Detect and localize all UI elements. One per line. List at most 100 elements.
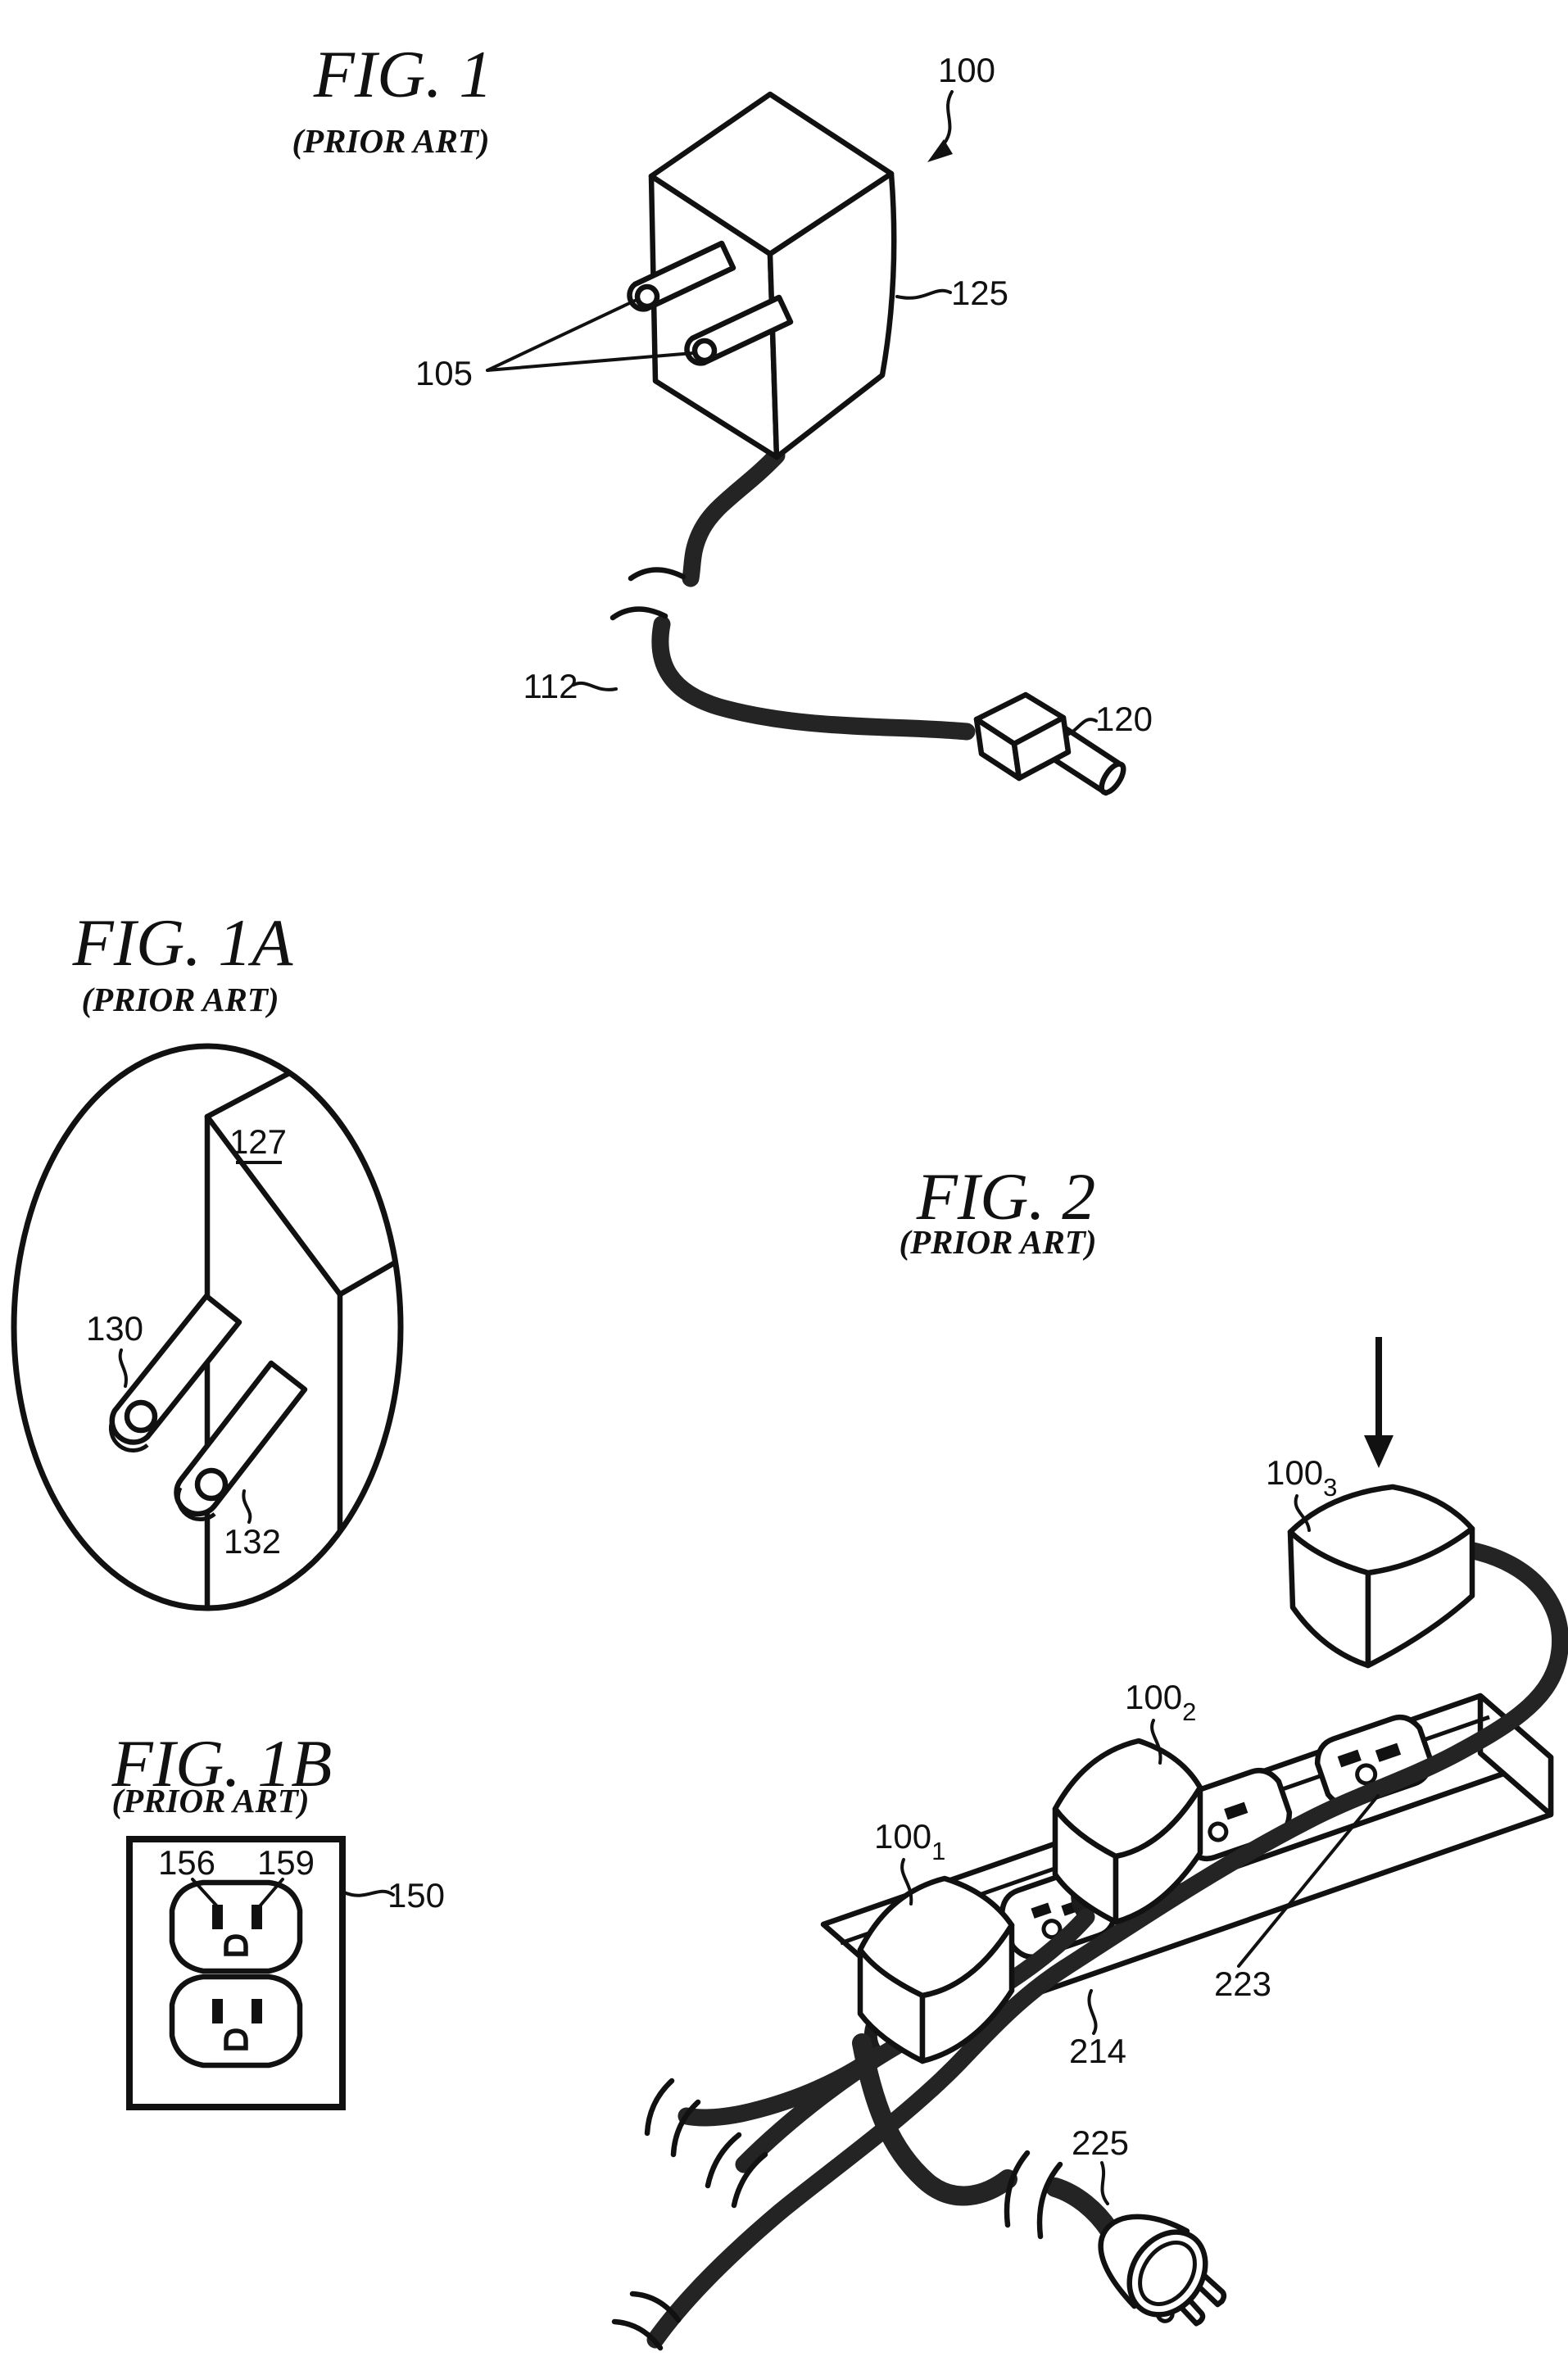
fig2: FIG. 2 (PRIOR ART) (611, 1159, 1568, 2351)
leader-223 (1237, 1794, 1380, 1968)
fig2-wall-plug (1098, 2214, 1227, 2327)
fig2-outlet-223-slot-right (1375, 1742, 1402, 1762)
fig1a-prong-132-hole (194, 1467, 229, 1502)
ref-label-225: 225 (1072, 2123, 1129, 2162)
ref-label-223: 223 (1214, 1964, 1271, 2003)
ref-label-127: 127 (229, 1122, 287, 1161)
fig1b-receptacle-lower (169, 1974, 303, 2069)
fig1-connector-tip (1099, 761, 1126, 795)
fig2-subtitle: (PRIOR ART) (899, 1223, 1096, 1261)
fig1b-upper-slot-left (212, 1905, 223, 1929)
ref-label-adapter2-base: 100 (1125, 1678, 1182, 1716)
fig1-cord-break-tick-2 (610, 606, 668, 621)
ref-label-adapter3-base: 100 (1266, 1453, 1323, 1492)
fig1b-receptacle-upper (169, 1879, 303, 1974)
fig1b-upper-ground-hole (224, 1934, 248, 1956)
fig2-adapter-3 (1287, 1484, 1475, 1669)
ref-label-125: 125 (951, 274, 1008, 312)
leader-156 (191, 1878, 220, 1909)
fig1-cord-break-tick-1 (628, 567, 687, 582)
leader-120 (1063, 718, 1098, 737)
fig2-strip-cord-break-2 (1036, 2161, 1063, 2240)
fig1a-face-top-edge (204, 1113, 343, 1298)
fig2-strip-cord-left (852, 2033, 1017, 2206)
fig1a-body-upper-right-edge (337, 1245, 401, 1298)
fig1b-upper-slot-right (252, 1905, 262, 1929)
ref-label-159: 159 (257, 1843, 315, 1882)
fig2-adapter1-cord-break-1 (644, 2078, 675, 2137)
leader-adapter1 (900, 1858, 913, 1906)
fig1: FIG. 1 (PRIOR ART) 100 105 125 112 (292, 37, 1153, 796)
fig2-adapter3-cord-break-1 (629, 2291, 682, 2323)
leader-112 (572, 681, 618, 691)
fig1-connector-right-face (1011, 714, 1072, 782)
fig1a-prong-130-hole (124, 1399, 158, 1434)
leader-105-lower (486, 351, 695, 372)
fig1-subtitle: (PRIOR ART) (292, 122, 489, 160)
fig2-outlet-223-slot-left (1337, 1749, 1362, 1768)
leader-100 (942, 90, 954, 146)
leader-125 (895, 288, 952, 300)
fig2-outlet-middle-slot (1224, 1801, 1249, 1820)
fig1-title: FIG. 1 (313, 37, 493, 111)
ref-label-adapter2-subscript: 2 (1182, 1697, 1196, 1726)
ref-label-adapter3-subscript: 3 (1323, 1473, 1337, 1502)
fig2-outlet-middle-ground-hole (1208, 1821, 1229, 1842)
ref-label-adapter1: 1001 (874, 1817, 945, 1865)
fig1b-lower-slot-left (212, 1999, 223, 2023)
leader-159 (257, 1878, 284, 1909)
fig2-adapter2-cord-break-2 (731, 2151, 768, 2209)
ref-label-120: 120 (1095, 700, 1153, 738)
ref-label-132: 132 (224, 1522, 281, 1561)
fig1a: FIG. 1A (PRIOR ART) 127 130 132 (11, 905, 404, 1611)
fig2-strip-cord-right (1045, 2177, 1119, 2240)
ref-label-adapter1-base: 100 (874, 1817, 931, 1856)
leader-150 (342, 1889, 395, 1897)
fig1-prong-lower-hole (691, 338, 718, 364)
fig2-adapter1-right (919, 1922, 1015, 2064)
fig2-plug-face-outer (1126, 2229, 1208, 2318)
fig1b-title: FIG. 1B (111, 1726, 333, 1801)
fig2-outlet-left-slot-1 (1031, 1902, 1052, 1919)
ref-label-100: 100 (938, 51, 995, 89)
fig1-prong-upper-hole (634, 283, 660, 310)
fig2-adapter1-cord (678, 2046, 887, 2127)
ref-label-214: 214 (1069, 2032, 1126, 2070)
ref-label-156: 156 (158, 1843, 215, 1882)
ref-label-adapter3: 1003 (1266, 1453, 1337, 1502)
fig2-outlet-223-ground-hole (1355, 1763, 1378, 1786)
leader-adapter2 (1150, 1719, 1162, 1765)
leader-225 (1100, 2161, 1109, 2205)
fig1a-prong-132-thickness (175, 1486, 216, 1521)
fig2-adapter3-right (1365, 1525, 1475, 1669)
ref-label-adapter2: 1002 (1125, 1678, 1196, 1726)
fig1b: FIG. 1B (PRIOR ART) 156 159 150 (111, 1726, 445, 2110)
fig1b-receptacle-upper-face (169, 1879, 303, 1974)
leader-adapter3 (1294, 1494, 1311, 1532)
fig2-strip-cord-break-1 (1004, 2150, 1031, 2228)
fig1a-interior (108, 1046, 401, 1608)
leader-100-arrowhead (927, 139, 953, 162)
ref-label-adapter1-subscript: 1 (931, 1837, 945, 1865)
leader-130 (118, 1348, 128, 1388)
fig1a-subtitle: (PRIOR ART) (81, 981, 279, 1018)
ref-label-150: 150 (387, 1876, 445, 1915)
fig1b-lower-ground-hole (224, 2028, 248, 2051)
fig1b-receptacle-lower-face (169, 1974, 303, 2069)
fig2-plug-face-inner (1138, 2241, 1197, 2306)
fig2-adapter2-right (1113, 1784, 1203, 1925)
fig1b-subtitle: (PRIOR ART) (111, 1782, 309, 1819)
fig2-adapter3-cord (646, 1541, 1568, 2349)
fig2-adapter1-cord-break-2 (670, 2099, 701, 2158)
leader-132 (242, 1489, 252, 1524)
ref-label-130: 130 (86, 1309, 143, 1348)
fig1a-title: FIG. 1A (72, 905, 294, 980)
fig2-insert-arrow-head (1364, 1435, 1394, 1468)
ref-label-112: 112 (523, 667, 578, 705)
fig1-cord-lower (651, 615, 976, 741)
fig1-adapter-right-face (767, 170, 897, 460)
fig2-adapter2-cord-break-1 (705, 2132, 742, 2189)
fig2-title: FIG. 2 (916, 1159, 1096, 1234)
fig1b-lower-slot-right (252, 1999, 262, 2023)
